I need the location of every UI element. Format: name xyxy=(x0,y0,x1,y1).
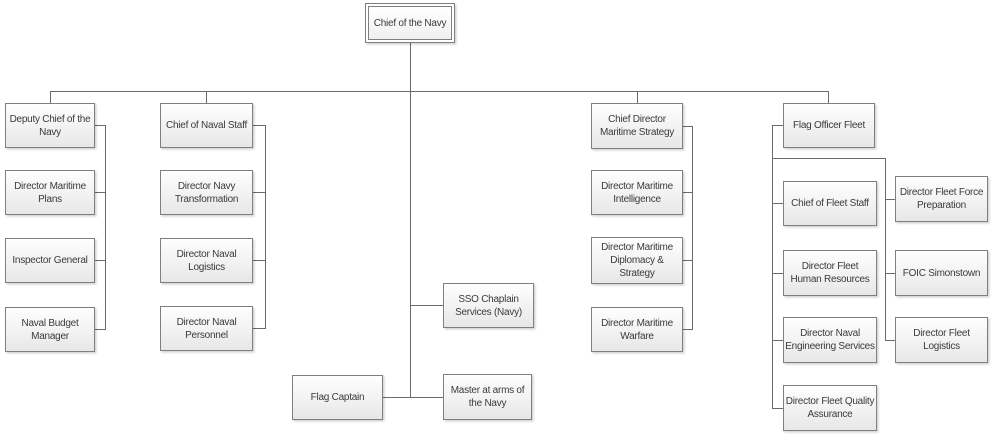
org-node-label: Director Naval Engineering Services xyxy=(785,328,875,352)
connector-stub-flag-officer-fleet xyxy=(772,125,783,126)
org-node-label: Director Fleet Logistics xyxy=(913,328,970,352)
connector-rail-col2 xyxy=(265,125,266,329)
org-node-label: Chief Director Maritime Strategy xyxy=(599,114,675,138)
org-node-director-maritime-warfare: Director Maritime Warfare xyxy=(591,307,683,352)
org-node-director-fleet-human-resources: Director Fleet Human Resources xyxy=(783,250,877,296)
org-node-director-naval-engineering-services: Director Naval Engineering Services xyxy=(783,317,877,363)
org-node-chief-director-maritime-strategy: Chief Director Maritime Strategy xyxy=(591,103,683,149)
org-node-director-maritime-intelligence: Director Maritime Intelligence xyxy=(591,170,683,215)
connector-stub-col4-r4 xyxy=(683,329,692,330)
connector-main-rail xyxy=(50,91,829,92)
org-node-label: Inspector General xyxy=(12,255,88,266)
connector-drop-deputy-chief xyxy=(50,92,51,103)
org-node-label: Deputy Chief of the Navy xyxy=(9,113,91,138)
org-node-chief-of-fleet-staff: Chief of Fleet Staff xyxy=(783,181,877,226)
connector-stub-fleet-l2 xyxy=(772,273,783,274)
org-node-label: Chief of Naval Staff xyxy=(166,120,247,131)
connector-drop-chief-dir-maritime-strategy xyxy=(637,92,638,103)
org-node-flag-captain: Flag Captain xyxy=(292,375,383,420)
org-node-inspector-general: Inspector General xyxy=(5,238,95,283)
org-node-director-maritime-plans: Director Maritime Plans xyxy=(5,170,95,215)
org-node-director-naval-personnel: Director Naval Personnel xyxy=(160,306,253,351)
org-node-label: Director Maritime Warfare xyxy=(601,317,673,342)
org-node-label: FOIC Simonstown xyxy=(902,267,981,279)
connector-rail-fleet-left xyxy=(772,125,773,409)
connector-stub-col1-r1 xyxy=(95,125,105,126)
org-node-flag-officer-fleet: Flag Officer Fleet xyxy=(783,103,875,148)
org-node-label: Director Maritime Plans xyxy=(14,180,86,205)
org-node-label: Director Maritime Intelligence xyxy=(601,180,673,205)
connector-branch-fleet xyxy=(772,158,886,159)
org-node-label: Director Fleet Force Preparation xyxy=(899,187,984,211)
org-node-director-fleet-quality-assurance: Director Fleet Quality Assurance xyxy=(783,385,877,431)
org-node-label: Director Maritime Diplomacy & Strategy xyxy=(601,242,673,279)
org-node-naval-budget-manager: Naval Budget Manager xyxy=(5,307,95,352)
org-node-chief-of-naval-staff: Chief of Naval Staff xyxy=(160,103,253,148)
org-node-label: Naval Budget Manager xyxy=(21,317,79,342)
org-node-director-navy-transformation: Director Navy Transformation xyxy=(160,170,253,215)
org-node-sso-chaplain-services: SSO Chaplain Services (Navy) xyxy=(443,283,534,328)
connector-stub-fleet-l3 xyxy=(772,340,783,341)
org-node-director-fleet-logistics: Director Fleet Logistics xyxy=(895,317,988,363)
connector-stub-fleet-r1 xyxy=(886,199,895,200)
org-node-label: Flag Officer Fleet xyxy=(792,120,865,131)
connector-trunk xyxy=(410,43,411,398)
connector-stub-col2-r2 xyxy=(253,192,265,193)
org-node-label: Director Fleet Human Resources xyxy=(790,261,870,285)
org-node-label: Flag Captain xyxy=(310,392,365,403)
org-node-chief-of-the-navy: Chief of the Navy xyxy=(365,3,455,43)
connector-stub-col4-r3 xyxy=(683,260,692,261)
connector-rail-col4 xyxy=(692,126,693,330)
connector-stub-col2-r3 xyxy=(253,260,265,261)
connector-stub-fleet-l1 xyxy=(772,203,783,204)
org-node-director-maritime-diplomacy-strategy: Director Maritime Diplomacy & Strategy xyxy=(591,237,683,284)
org-node-director-naval-logistics: Director Naval Logistics xyxy=(160,238,253,283)
connector-stub-col4-r1 xyxy=(683,126,692,127)
org-node-chief-of-the-navy-inner: Chief of the Navy xyxy=(368,6,452,40)
connector-stub-fleet-r3 xyxy=(886,340,895,341)
connector-stub-col2-r4 xyxy=(253,328,265,329)
connector-stub-fleet-l4 xyxy=(772,408,783,409)
org-node-label: Master at arms of the Navy xyxy=(450,385,525,409)
connector-stub-col1-r3 xyxy=(95,260,105,261)
connector-drop-chief-naval-staff xyxy=(206,92,207,103)
org-node-label: Director Navy Transformation xyxy=(174,180,239,205)
connector-bottom-row xyxy=(383,397,443,398)
connector-stub-fleet-r2 xyxy=(886,273,895,274)
connector-stub-col1-r2 xyxy=(95,192,105,193)
org-node-foic-simonstown: FOIC Simonstown xyxy=(895,250,988,296)
org-node-deputy-chief-of-the-navy: Deputy Chief of the Navy xyxy=(5,103,95,148)
connector-stub-sso-chaplain xyxy=(411,305,443,306)
org-node-label: Chief of Fleet Staff xyxy=(791,198,869,209)
connector-drop-flag-officer-fleet xyxy=(828,92,829,103)
connector-rail-col1 xyxy=(105,125,106,330)
org-node-label: Director Naval Personnel xyxy=(176,316,237,341)
connector-rail-fleet-right xyxy=(885,158,886,341)
connector-stub-col2-r1 xyxy=(253,125,265,126)
org-node-label: Director Fleet Quality Assurance xyxy=(785,396,875,420)
org-node-master-at-arms: Master at arms of the Navy xyxy=(443,374,532,420)
connector-stub-col4-r2 xyxy=(683,192,692,193)
org-node-label: SSO Chaplain Services (Navy) xyxy=(455,293,522,318)
org-node-label: Director Naval Logistics xyxy=(176,248,237,273)
org-node-label: Chief of the Navy xyxy=(373,17,447,29)
org-node-director-fleet-force-preparation: Director Fleet Force Preparation xyxy=(895,176,988,222)
connector-stub-col1-r4 xyxy=(95,329,105,330)
